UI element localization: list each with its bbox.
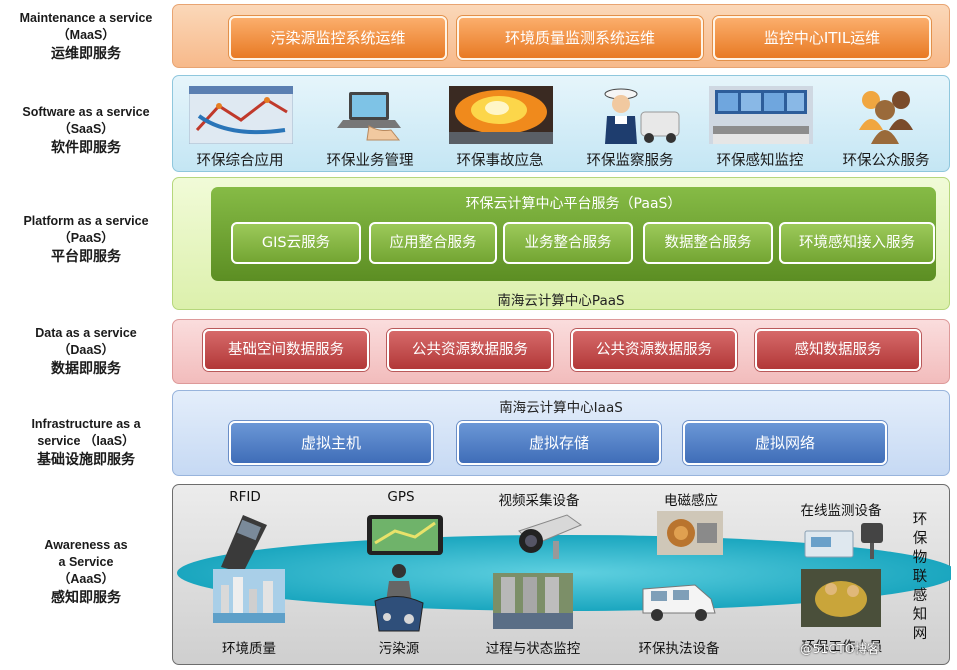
paas-caption: 南海云计算中心PaaS bbox=[497, 293, 625, 309]
aaas-label-en-2: a Service bbox=[58, 555, 114, 569]
paas-label-en-2: （PaaS） bbox=[58, 231, 114, 245]
saas-app-inspection[interactable]: 环保监察服务 bbox=[569, 82, 691, 170]
iaas-service-virtual-storage[interactable]: 虚拟存储 bbox=[457, 421, 661, 465]
iaas-service-virtual-network[interactable]: 虚拟网络 bbox=[683, 421, 887, 465]
saas-app-label: 环保监察服务 bbox=[586, 153, 674, 169]
paas-label-cn: 平台即服务 bbox=[51, 249, 121, 265]
aaas-label-en-3: （AaaS） bbox=[57, 572, 115, 586]
paas-layer: 环保云计算中心平台服务（PaaS） GIS云服务 应用整合服务 业务整合服务 数… bbox=[172, 177, 950, 310]
paas-row-label: Platform as a service （PaaS） 平台即服务 bbox=[6, 213, 166, 267]
paas-service-business-integration[interactable]: 业务整合服务 bbox=[503, 222, 633, 264]
daas-row-label: Data as a service （DaaS） 数据即服务 bbox=[6, 325, 166, 379]
paas-service-app-integration[interactable]: 应用整合服务 bbox=[369, 222, 497, 264]
device-label: 环保执法设备 bbox=[638, 641, 720, 657]
maas-service-1[interactable]: 污染源监控系统运维 bbox=[229, 16, 447, 60]
device-label: 污染源 bbox=[378, 641, 420, 657]
saas-app-monitoring[interactable]: 环保感知监控 bbox=[699, 82, 821, 170]
iaas-layer: 南海云计算中心IaaS 虚拟主机 虚拟存储 虚拟网络 bbox=[172, 390, 950, 476]
gps-navigator-icon[interactable] bbox=[365, 513, 445, 557]
device-label: GPS bbox=[387, 489, 415, 505]
process-monitor-icon[interactable] bbox=[493, 573, 573, 629]
maas-layer: 污染源监控系统运维 环境质量监测系统运维 监控中心ITIL运维 bbox=[172, 4, 950, 68]
online-monitor-icon[interactable] bbox=[801, 521, 891, 561]
paas-label-en-1: Platform as a service bbox=[23, 214, 149, 228]
maas-label-en-1: Maintenance a service bbox=[19, 11, 153, 25]
paas-service-sensing-access[interactable]: 环境感知接入服务 bbox=[779, 222, 935, 264]
pollution-source-icon[interactable] bbox=[369, 561, 429, 633]
saas-label-en-2: （SaaS） bbox=[58, 122, 114, 136]
watermark: @51CTO博客 bbox=[800, 641, 880, 656]
iot-network-vertical-label: 环保物联感知网 bbox=[912, 512, 928, 642]
environment-city-icon[interactable] bbox=[213, 569, 285, 623]
saas-app-public[interactable]: 环保公众服务 bbox=[825, 82, 947, 170]
device-label: 视频采集设备 bbox=[498, 493, 580, 509]
saas-row-label: Software as a service （SaaS） 软件即服务 bbox=[6, 104, 166, 158]
explosion-fire-icon bbox=[449, 86, 553, 144]
device-label: 电磁感应 bbox=[664, 493, 718, 509]
iaas-caption: 南海云计算中心IaaS bbox=[499, 400, 623, 416]
daas-service-spatial[interactable]: 基础空间数据服务 bbox=[203, 329, 369, 371]
device-label: RFID bbox=[229, 489, 261, 505]
saas-app-comprehensive[interactable]: 环保综合应用 bbox=[179, 82, 301, 170]
video-camera-icon[interactable] bbox=[513, 511, 585, 563]
daas-layer: 基础空间数据服务 公共资源数据服务 公共资源数据服务 感知数据服务 bbox=[172, 319, 950, 384]
saas-app-label: 环保公众服务 bbox=[842, 153, 930, 169]
maas-row-label: Maintenance a service （MaaS） 运维即服务 bbox=[6, 10, 166, 64]
maas-service-2[interactable]: 环境质量监测系统运维 bbox=[457, 16, 703, 60]
device-label: 过程与状态监控 bbox=[485, 641, 581, 657]
enforcement-vehicle-icon[interactable] bbox=[639, 575, 719, 621]
paas-platform-title: 环保云计算中心平台服务（PaaS） bbox=[465, 196, 682, 212]
device-label: 环保工作人员 bbox=[801, 639, 883, 655]
aaas-row-label: Awareness as a Service （AaaS） 感知即服务 bbox=[6, 537, 166, 608]
saas-layer: 环保综合应用 环保业务管理 环保事故应急 bbox=[172, 75, 950, 172]
iaas-row-label: Infrastructure as a service （IaaS） 基础设施即… bbox=[6, 416, 166, 470]
iaas-label-en-1: Infrastructure as a bbox=[31, 417, 141, 431]
people-group-icon bbox=[859, 91, 913, 144]
daas-service-sensing[interactable]: 感知数据服务 bbox=[755, 329, 921, 371]
saas-label-en-1: Software as a service bbox=[22, 105, 150, 119]
iaas-label-en-2: service （IaaS） bbox=[37, 434, 135, 448]
maas-service-3[interactable]: 监控中心ITIL运维 bbox=[713, 16, 931, 60]
daas-label-en-2: （DaaS） bbox=[57, 343, 115, 357]
saas-app-label: 环保综合应用 bbox=[196, 153, 284, 169]
daas-service-public-2[interactable]: 公共资源数据服务 bbox=[571, 329, 737, 371]
control-room-icon bbox=[709, 86, 813, 144]
daas-label-cn: 数据即服务 bbox=[51, 361, 121, 377]
device-label: 环境质量 bbox=[222, 641, 276, 657]
saas-app-label: 环保事故应急 bbox=[456, 153, 544, 169]
electromagnetic-sensor-icon[interactable] bbox=[657, 511, 723, 555]
daas-service-public-1[interactable]: 公共资源数据服务 bbox=[387, 329, 553, 371]
aaas-label-cn: 感知即服务 bbox=[51, 590, 121, 606]
daas-label-en-1: Data as a service bbox=[35, 326, 137, 340]
maas-label-cn: 运维即服务 bbox=[51, 46, 121, 62]
device-label: 在线监测设备 bbox=[800, 503, 882, 519]
iaas-label-cn: 基础设施即服务 bbox=[37, 452, 135, 468]
iaas-service-virtual-host[interactable]: 虚拟主机 bbox=[229, 421, 433, 465]
police-officer-icon bbox=[604, 88, 680, 144]
environmental-staff-icon[interactable] bbox=[801, 569, 881, 627]
saas-app-business[interactable]: 环保业务管理 bbox=[309, 82, 431, 170]
maas-label-en-2: （MaaS） bbox=[57, 28, 115, 42]
saas-app-label: 环保业务管理 bbox=[326, 153, 414, 169]
aaas-layer: RFID GPS 视频采集设备 电磁感应 在线监测设备 bbox=[172, 484, 951, 665]
map-screenshot-icon bbox=[189, 86, 293, 144]
paas-service-gis[interactable]: GIS云服务 bbox=[231, 222, 361, 264]
paas-service-data-integration[interactable]: 数据整合服务 bbox=[643, 222, 773, 264]
laptop-hand-icon bbox=[337, 92, 401, 141]
aaas-label-en-1: Awareness as bbox=[44, 538, 128, 552]
saas-label-cn: 软件即服务 bbox=[51, 140, 121, 156]
saas-app-label: 环保感知监控 bbox=[716, 153, 804, 169]
rfid-reader-icon[interactable] bbox=[203, 511, 273, 575]
saas-app-emergency[interactable]: 环保事故应急 bbox=[439, 82, 561, 170]
